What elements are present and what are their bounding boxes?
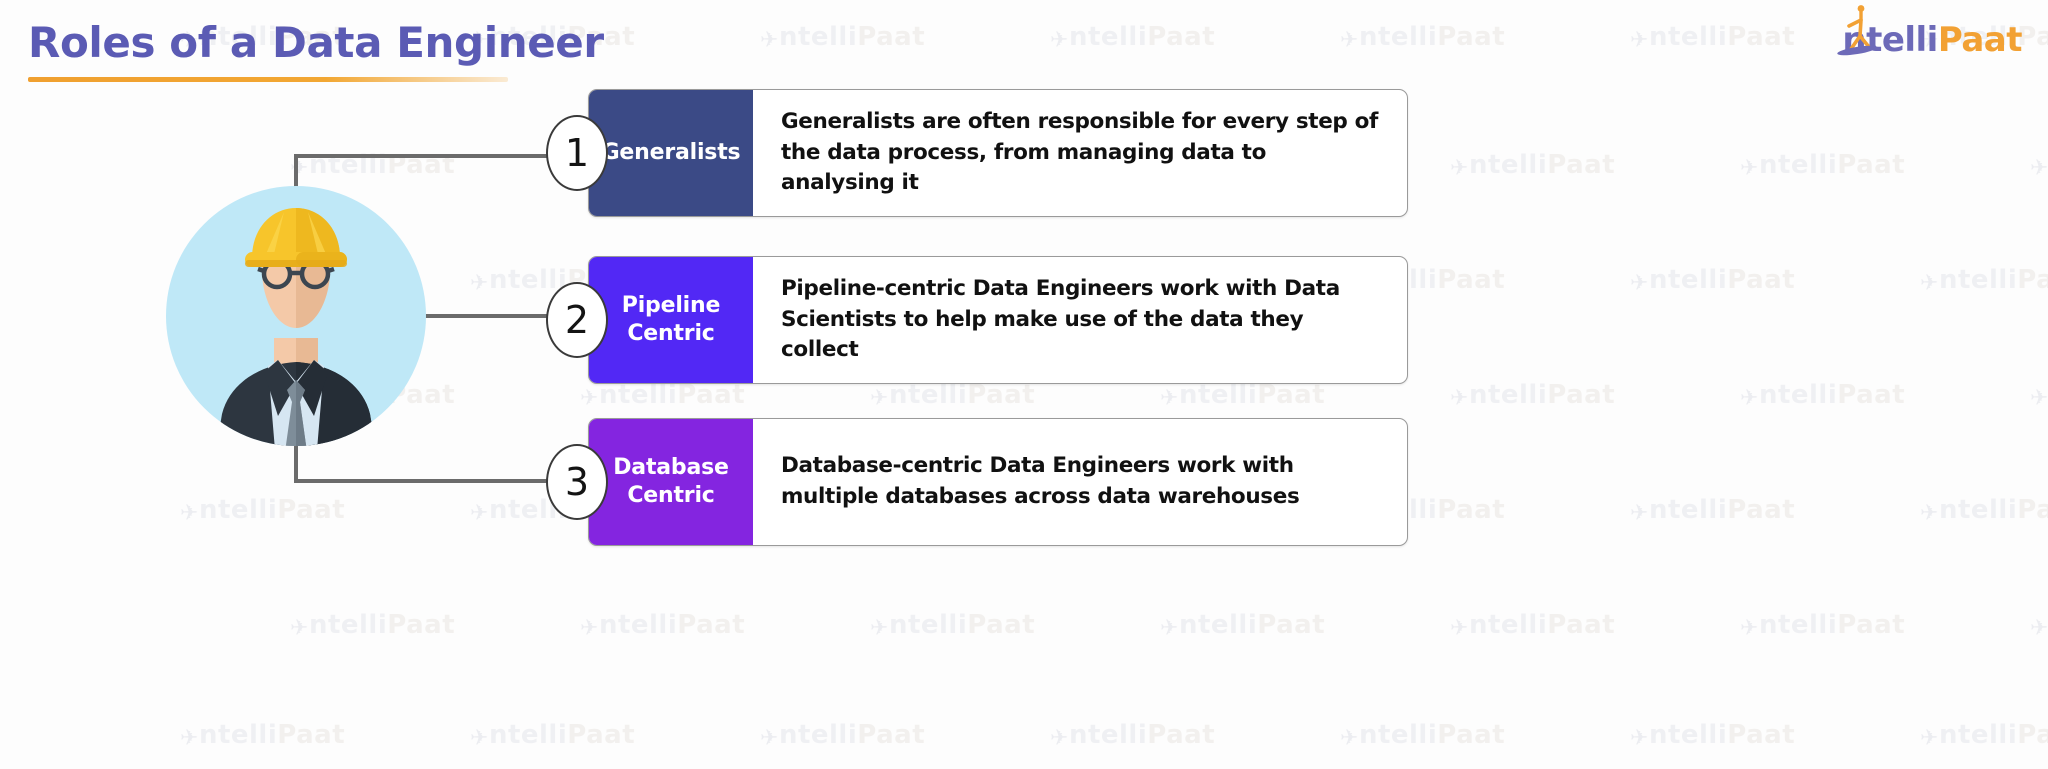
watermark-text: ✈ntelliPaat — [180, 720, 346, 751]
role-card: Generalists Generalists are often respon… — [588, 89, 1408, 217]
watermark-text: ✈ntelliPaat — [1450, 380, 1616, 411]
role-description: Generalists are often responsible for ev… — [781, 109, 1379, 196]
watermark-text: ✈ntelliPaat — [1450, 610, 1616, 641]
role-label: Generalists — [589, 90, 753, 216]
role-label: Pipeline Centric — [589, 257, 753, 383]
watermark-text: ✈ntelliPaat — [470, 720, 636, 751]
role-card: Pipeline Centric Pipeline-centric Data E… — [588, 256, 1408, 384]
title-underline-bar — [28, 77, 508, 83]
watermark-text: ✈ntelliPaat — [2030, 156, 2048, 181]
watermark-text: ✈ntelliPaat — [1450, 150, 1616, 181]
watermark-text: ✈ntelliPaat — [1740, 150, 1906, 181]
role-row[interactable]: Generalists Generalists are often respon… — [546, 89, 1408, 217]
role-description: Database-centric Data Engineers work wit… — [781, 453, 1300, 509]
role-row[interactable]: Database Centric Database-centric Data E… — [546, 418, 1408, 546]
watermark-text: ✈ntelliPaat — [1340, 720, 1506, 751]
watermark-text: ✈ntelliPaat — [580, 380, 746, 411]
role-number-badge: 3 — [546, 444, 608, 520]
title-block: Roles of a Data Engineer — [28, 18, 604, 83]
watermark-text: ✈ntelliPaat — [1920, 265, 2048, 296]
watermark-text: ✈ntelliPaat — [1050, 22, 1216, 53]
watermark-text: ✈ntelliPaat — [290, 150, 456, 181]
role-row[interactable]: Pipeline Centric Pipeline-centric Data E… — [546, 256, 1408, 384]
brand-logo[interactable]: ntelliPaat — [1837, 5, 2023, 70]
watermark-text: ✈ntelliPaat — [2030, 616, 2048, 641]
watermark-text: ✈ntelliPaat — [290, 610, 456, 641]
logo-figure-icon — [1837, 5, 1878, 56]
watermark-text: ✈ntelliPaat — [1920, 720, 2048, 751]
role-card: Database Centric Database-centric Data E… — [588, 418, 1408, 546]
watermark-text: ✈ntelliPaat — [1050, 720, 1216, 751]
watermark-text: ✈ntelliPaat — [760, 22, 926, 53]
watermark-text: ✈ntelliPaat — [2030, 386, 2048, 411]
watermark-text: ✈ntelliPaat — [580, 610, 746, 641]
page-title: Roles of a Data Engineer — [28, 18, 604, 67]
brand-logo-text: ntelliPaat — [1837, 5, 2023, 60]
role-number-badge: 2 — [546, 282, 608, 358]
watermark-text: ✈ntelliPaat — [1740, 610, 1906, 641]
role-number-badge: 1 — [546, 115, 608, 191]
watermark-text: ✈ntelliPaat — [180, 495, 346, 526]
watermark-text: ✈ntelliPaat — [870, 610, 1036, 641]
watermark-text: ✈ntelliPaat — [1160, 610, 1326, 641]
watermark-text: ✈ntelliPaat — [870, 380, 1036, 411]
watermark-text: ✈ntelliPaat — [760, 720, 926, 751]
watermark-text: ✈ntelliPaat — [1630, 720, 1796, 751]
watermark-text: ✈ntelliPaat — [1630, 22, 1796, 53]
watermark-text: ✈ntelliPaat — [1340, 22, 1506, 53]
data-engineer-avatar — [166, 186, 426, 446]
watermark-text: ✈ntelliPaat — [1160, 380, 1326, 411]
watermark-text: ✈ntelliPaat — [1920, 495, 2048, 526]
watermark-text: ✈ntelliPaat — [1630, 265, 1796, 296]
role-description: Pipeline-centric Data Engineers work wit… — [781, 276, 1340, 363]
watermark-text: ✈ntelliPaat — [1740, 380, 1906, 411]
logo-text-secondary: Paat — [1937, 20, 2023, 60]
watermark-text: ✈ntelliPaat — [1630, 495, 1796, 526]
role-label: Database Centric — [589, 419, 753, 545]
